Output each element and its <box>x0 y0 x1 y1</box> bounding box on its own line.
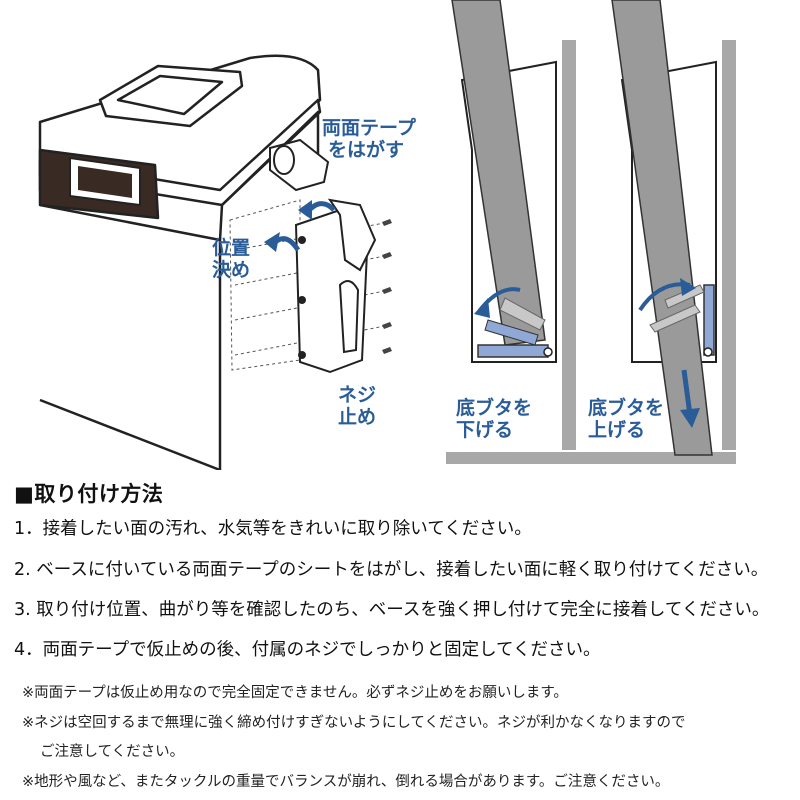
note-2-continued: ご注意してください。 <box>40 744 185 760</box>
callout-screw: ネジ 止め <box>338 384 377 429</box>
down-arrow-head <box>680 408 700 428</box>
bottom-lid-left <box>477 297 553 358</box>
note-3: ※地形や風など、またタックルの重量でバランスが崩れ、倒れる場合があります。ご注意… <box>22 774 670 790</box>
callout-line: 止め <box>338 405 377 428</box>
step-4: 4．両面テープで仮止めの後、付属のネジでしっかりと固定してください。 <box>14 640 601 660</box>
cooler-box-drawing <box>38 54 322 472</box>
installation-illustration: 両面テープ をはがす 位置 決め ネジ 止め 底ブタを 下げる 底ブタを 上げる <box>38 0 736 472</box>
wall-left <box>562 40 576 450</box>
callout-line: 底ブタを <box>588 397 665 419</box>
rod-holder-base <box>294 198 377 374</box>
lower-arrow-head <box>474 298 490 318</box>
bottom-lid-right <box>649 284 715 357</box>
screw-icons <box>382 219 392 354</box>
section-title: ■取り付け方法 <box>14 482 164 506</box>
pole-left <box>451 0 546 346</box>
callout-line: 決め <box>212 258 251 281</box>
callout-line: 上げる <box>588 418 646 441</box>
pole-right <box>611 0 713 456</box>
step-3: 3. 取り付け位置、曲がり等を確認したのち、ベースを強く押し付けて完全に接着して… <box>14 600 770 620</box>
callout-line: 底ブタを <box>456 397 533 419</box>
note-2: ※ネジは空回するまで無理に強く締め付けすぎないようにしてください。ネジが利かなく… <box>22 715 686 731</box>
callout-raise-lid: 底ブタを 上げる <box>588 397 665 442</box>
step-1: 1．接着したい面の汚れ、水気等をきれいに取り除いてください。 <box>14 519 532 539</box>
illustration-svg <box>38 0 736 472</box>
wall-right <box>722 40 736 450</box>
arrow-heads <box>264 200 312 252</box>
corner-holder <box>269 138 330 192</box>
callout-line: をはがす <box>328 138 405 161</box>
callout-line: 位置 <box>212 237 251 259</box>
callout-line: ネジ <box>338 384 377 406</box>
callout-line: 両面テープ <box>322 117 416 139</box>
callout-line: 下げる <box>456 418 514 441</box>
step-2: 2. ベースに付いている両面テープのシートをはがし、接着したい面に軽く取り付けて… <box>14 560 769 580</box>
ground <box>446 452 736 464</box>
note-1: ※両面テープは仮止め用なので完全固定できません。必ずネジ止めをお願いします。 <box>22 685 568 701</box>
callout-position: 位置 決め <box>212 237 251 282</box>
callout-peel-tape: 両面テープ をはがす <box>322 117 416 162</box>
down-arrow <box>681 369 693 416</box>
callout-lower-lid: 底ブタを 下げる <box>456 397 533 442</box>
raise-arrow-head <box>680 278 696 296</box>
